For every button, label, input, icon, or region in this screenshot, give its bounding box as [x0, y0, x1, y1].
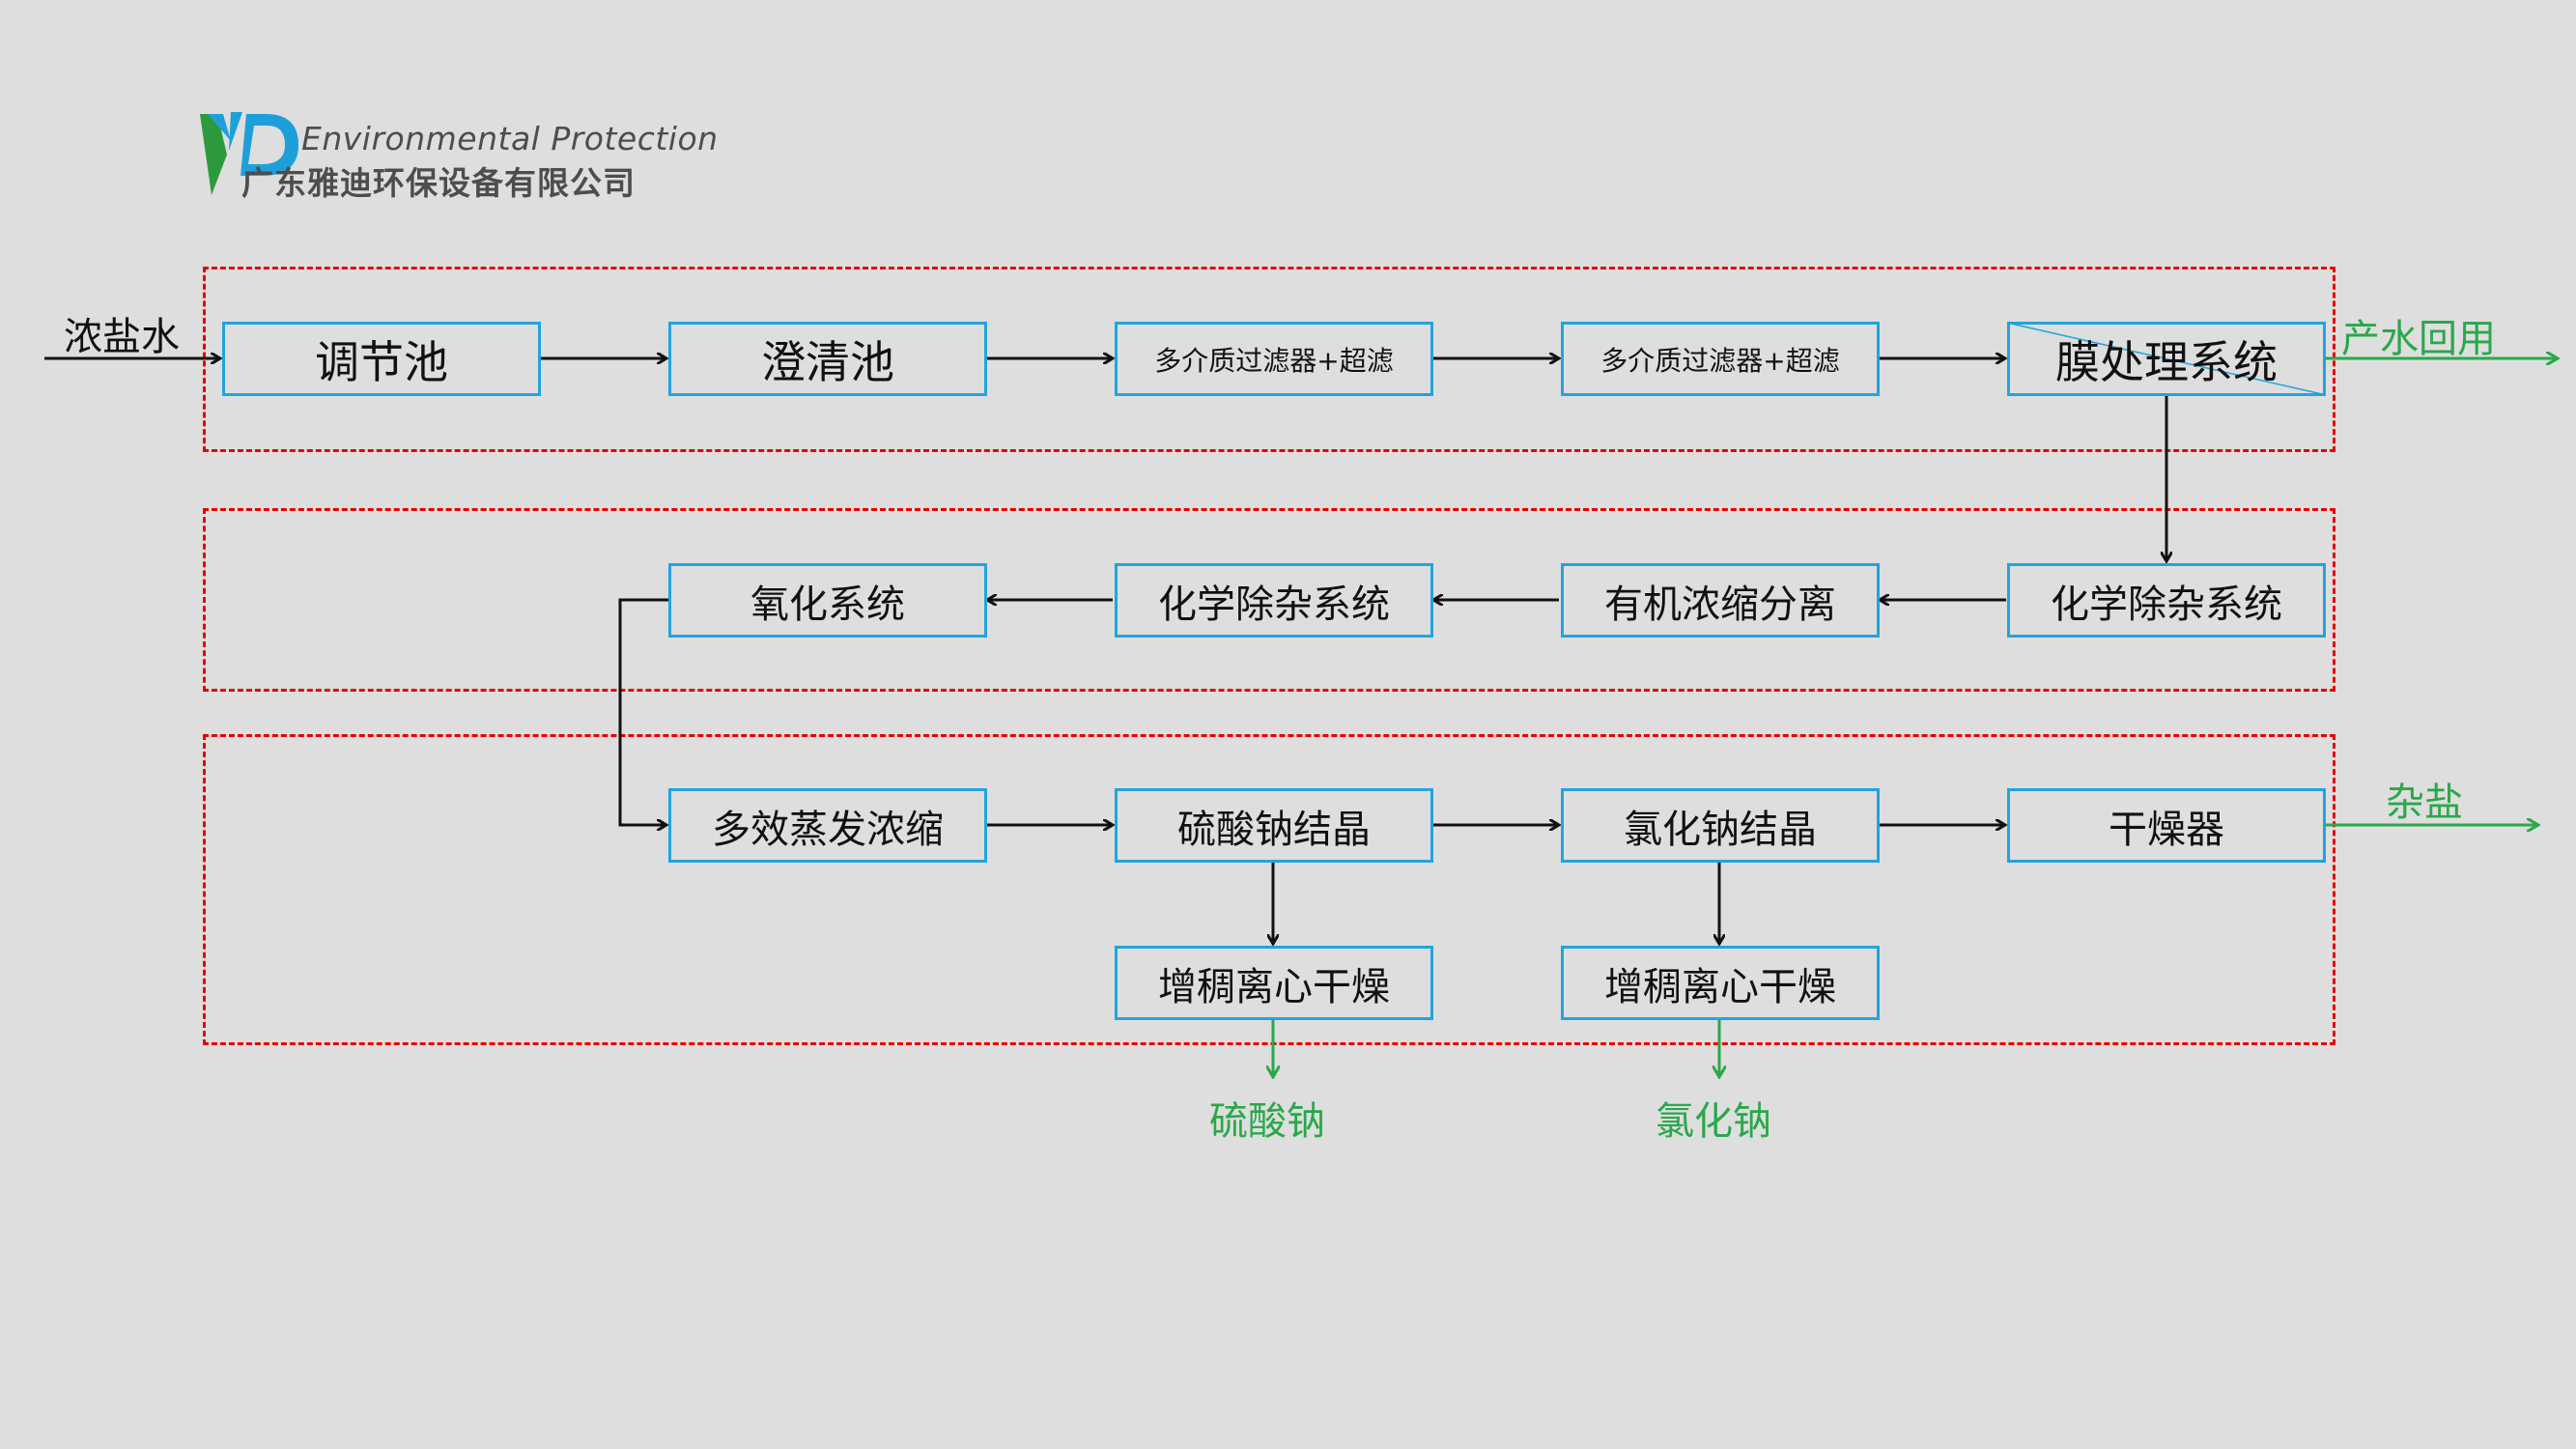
input-label-brine: 浓盐水	[64, 315, 180, 359]
output-label-sodium-sulfate: 硫酸钠	[1209, 1099, 1325, 1144]
logo-mark-icon	[200, 112, 298, 195]
logo-english-text: Environmental Protection	[301, 120, 719, 157]
box-clarifier: 澄清池	[668, 322, 987, 396]
output-label-water-reuse: 产水回用	[2341, 317, 2496, 361]
box-dryer: 干燥器	[2007, 788, 2326, 863]
box-multimedia-filter-uf-1: 多介质过滤器+超滤	[1115, 322, 1433, 396]
zone-evaporation-crystallization	[203, 734, 2335, 1045]
box-multi-effect-evaporation: 多效蒸发浓缩	[668, 788, 987, 863]
box-multimedia-filter-uf-2: 多介质过滤器+超滤	[1561, 322, 1880, 396]
logo-chinese-text: 广东雅迪环保设备有限公司	[241, 164, 636, 202]
zone-chemical-treatment	[203, 508, 2335, 692]
output-label-sodium-chloride: 氯化钠	[1656, 1099, 1771, 1144]
box-thickening-centrifuge-dry-1: 增稠离心干燥	[1115, 946, 1433, 1020]
box-membrane-system: 膜处理系统	[2007, 322, 2326, 396]
box-sodium-chloride-crystallization: 氯化钠结晶	[1561, 788, 1880, 863]
box-oxidation-system: 氧化系统	[668, 563, 987, 638]
box-organic-concentration: 有机浓缩分离	[1561, 563, 1880, 638]
box-sodium-sulfate-crystallization: 硫酸钠结晶	[1115, 788, 1433, 863]
box-chemical-removal-2: 化学除杂系统	[1115, 563, 1433, 638]
box-thickening-centrifuge-dry-2: 增稠离心干燥	[1561, 946, 1880, 1020]
box-chemical-removal-1: 化学除杂系统	[2007, 563, 2326, 638]
output-label-mixed-salt: 杂盐	[2386, 781, 2463, 825]
box-regulating-tank: 调节池	[222, 322, 541, 396]
